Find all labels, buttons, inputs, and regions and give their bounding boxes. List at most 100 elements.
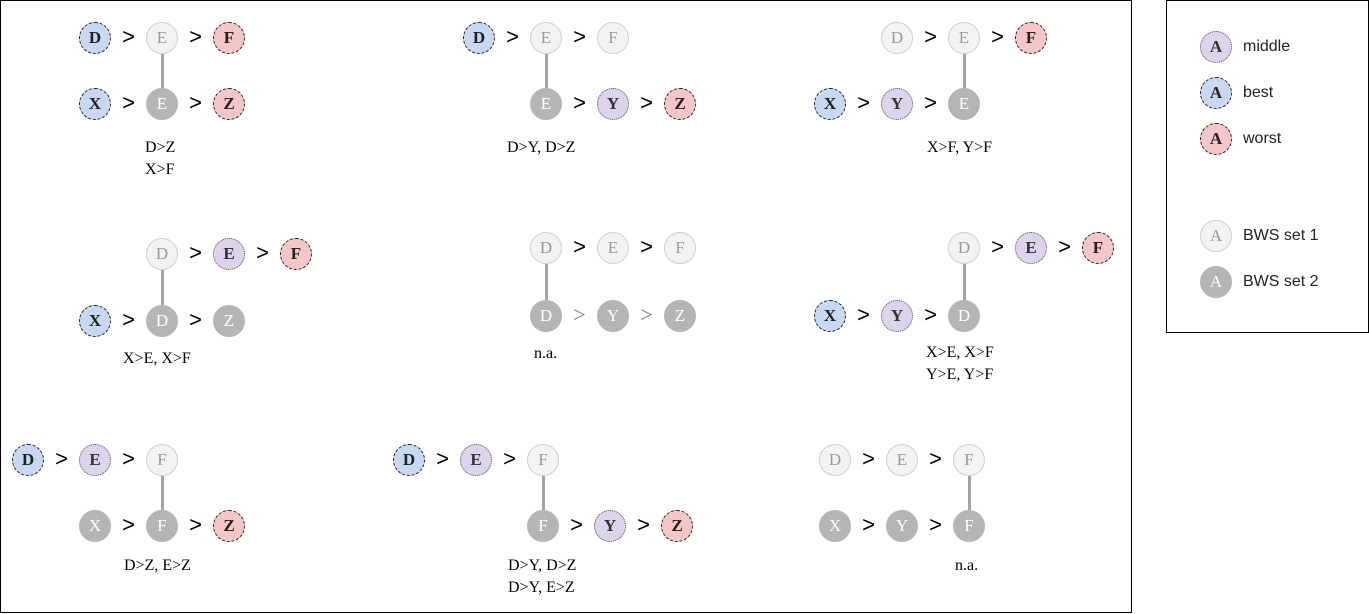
caption-line: X>F, Y>F [927,139,993,156]
connector-line [160,270,164,305]
panel-8-top-node-d: D [393,444,425,476]
panel-5-bottom-node-d: D [530,300,562,332]
greater-than-symbol: > [573,24,586,49]
greater-than-symbol: > [122,90,135,115]
panel-9-bottom-node-y: Y [886,510,918,542]
panel-8-bottom-node-f: F [527,510,559,542]
panel-3-top-node-f: F [1015,22,1047,54]
greater-than-symbol: > [991,24,1004,49]
legend-label-best: best [1243,84,1274,101]
panel-4-bottom-node-x: X [79,305,111,337]
panel-6-bottom-node-y: Y [881,300,913,332]
panel-5-bottom-node-z: Z [664,300,696,332]
panel-4-bottom-node-z: Z [213,305,245,337]
greater-than-symbol: > [189,24,202,49]
connector-line [544,264,548,300]
greater-than-symbol: > [189,512,202,537]
legend-label-set1: BWS set 1 [1243,227,1319,244]
legend-swatch-set1: A [1200,220,1232,252]
panel-3-caption: X>F, Y>F [927,137,992,159]
caption-line: X>E, X>F [123,350,191,367]
legend-label-middle: middle [1243,38,1291,55]
greater-than-symbol: > [573,302,586,327]
panel-9-top-node-d: D [819,444,851,476]
panel-8-caption: D>Y, D>Z D>Y, E>Z [508,555,576,599]
panel-3-bottom-node-y: Y [881,88,913,120]
greater-than-symbol: > [640,302,653,327]
caption-line: X>E, X>F [926,344,994,361]
greater-than-symbol: > [122,307,135,332]
caption-line: n.a. [534,345,558,362]
panel-8-top-node-e: E [460,444,492,476]
greater-than-symbol: > [189,307,202,332]
panel-2-caption: D>Y, D>Z [507,137,575,159]
greater-than-symbol: > [637,512,650,537]
greater-than-symbol: > [857,90,870,115]
panel-2-top-node-e: E [530,22,562,54]
panel-5-top-node-f: F [664,232,696,264]
panel-4-bottom-node-d: D [146,305,178,337]
panel-4-top-node-d: D [146,238,178,270]
greater-than-symbol: > [189,240,202,265]
panel-8-top-node-f: F [527,444,559,476]
panel-2-bottom-node-z: Z [664,88,696,120]
caption-line: D>Y, D>Z [508,557,577,574]
panel-4-top-node-f: F [280,238,312,270]
legend-label-worst: worst [1243,130,1282,147]
panel-2-top-node-f: F [597,22,629,54]
greater-than-symbol: > [122,446,135,471]
panel-3-top-node-e: E [948,22,980,54]
greater-than-symbol: > [1058,234,1071,259]
greater-than-symbol: > [122,512,135,537]
panel-9-caption: n.a. [955,555,978,577]
greater-than-symbol: > [924,24,937,49]
panel-7-top-node-d: D [12,444,44,476]
panel-5-top-node-d: D [530,232,562,264]
greater-than-symbol: > [862,446,875,471]
greater-than-symbol: > [573,90,586,115]
panel-8-bottom-node-z: Z [661,510,693,542]
panel-7-top-node-f: F [146,444,178,476]
panel-2-bottom-node-y: Y [597,88,629,120]
panel-1-bottom-node-x: X [79,88,111,120]
panel-9-top-node-e: E [886,444,918,476]
caption-line: X>F [145,161,175,178]
panel-7-caption: D>Z, E>Z [124,555,191,577]
connector-line [160,476,164,510]
panel-7-bottom-node-f: F [146,510,178,542]
panel-7-bottom-node-z: Z [213,510,245,542]
greater-than-symbol: > [929,512,942,537]
legend-frame [1166,0,1369,333]
panel-6-caption: X>E, X>F Y>E, Y>F [926,342,994,386]
diagram-frame [0,0,1132,613]
legend-swatch-worst: A [1200,123,1232,155]
greater-than-symbol: > [55,446,68,471]
greater-than-symbol: > [122,24,135,49]
greater-than-symbol: > [189,90,202,115]
legend-swatch-middle: A [1200,31,1232,63]
greater-than-symbol: > [503,446,516,471]
connector-line [967,476,971,510]
greater-than-symbol: > [506,24,519,49]
panel-3-top-node-d: D [881,22,913,54]
legend-label-set2: BWS set 2 [1243,273,1319,290]
connector-line [962,54,966,88]
greater-than-symbol: > [924,302,937,327]
caption-line: Y>E, Y>F [926,366,994,383]
panel-9-top-node-f: F [953,444,985,476]
greater-than-symbol: > [640,234,653,259]
panel-3-bottom-node-x: X [814,88,846,120]
legend-swatch-set2: A [1200,266,1232,298]
panel-5-bottom-node-y: Y [597,300,629,332]
connector-line [541,476,545,510]
legend-swatch-best: A [1200,77,1232,109]
caption-line: D>Y, E>Z [508,579,575,596]
caption-line: D>Z, E>Z [124,557,191,574]
panel-3-bottom-node-e: E [948,88,980,120]
greater-than-symbol: > [436,446,449,471]
panel-7-top-node-e: E [79,444,111,476]
panel-6-top-node-f: F [1082,232,1114,264]
panel-2-bottom-node-e: E [530,88,562,120]
